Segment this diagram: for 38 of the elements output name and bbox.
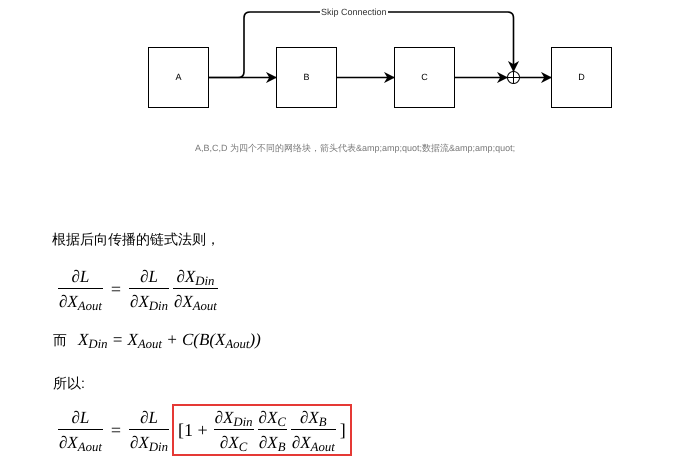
arrow (455, 72, 508, 84)
math-operator: = (110, 280, 122, 298)
math-denominator: ∂X$_{Din}$ (129, 291, 169, 310)
block-box (551, 47, 612, 108)
math-operator: [1 + (178, 421, 208, 439)
block-label: B (303, 70, 310, 84)
math-denominator: ∂X$_{Aout}$ (58, 291, 103, 310)
math-numerator: ∂L (139, 268, 159, 288)
block-label: D (578, 70, 585, 84)
math-denominator: ∂X$_{C}$ (218, 432, 248, 451)
block-box (394, 47, 455, 108)
caption: A,B,C,D 为四个不同的网络块，箭头代表&amp;amp;quot;数据流&amp;amp;quot; (195, 142, 516, 155)
block-label: C (421, 70, 428, 84)
text-line: 所以: (53, 375, 85, 391)
highlight-box (172, 404, 352, 456)
math-numerator: ∂X$_{Din}$ (175, 268, 216, 288)
math-operator: = (110, 421, 122, 439)
arrow (520, 72, 552, 84)
math-numerator: ∂L (70, 268, 90, 288)
block-label: A (175, 70, 182, 84)
math-operator: ] (340, 421, 346, 439)
math-denominator: ∂X$_{Din}$ (129, 432, 169, 451)
math-numerator: ∂X$_{Din}$ (214, 409, 254, 429)
block-box (276, 47, 337, 108)
text-line: 根据后向传播的链式法则， (52, 231, 220, 247)
text-line: 而 (53, 331, 67, 350)
math-denominator: ∂X$_{B}$ (258, 432, 286, 451)
math-denominator: ∂X$_{Aout}$ (58, 432, 103, 451)
math-denominator: ∂X$_{Aout}$ (172, 291, 218, 310)
math-equation: X$_{Din}$ = X$_{Aout}$ + C(B(X$_{Aout}$)) (77, 331, 262, 348)
arrow (337, 72, 396, 84)
math-numerator: ∂X$_{B}$ (299, 409, 328, 429)
math-numerator: ∂L (70, 409, 90, 429)
edge-label: Skip Connection (320, 6, 388, 18)
math-numerator: ∂X$_{C}$ (258, 409, 287, 429)
block-box (148, 47, 209, 108)
math-denominator: ∂X$_{Aout}$ (290, 432, 336, 451)
math-numerator: ∂L (139, 409, 159, 429)
